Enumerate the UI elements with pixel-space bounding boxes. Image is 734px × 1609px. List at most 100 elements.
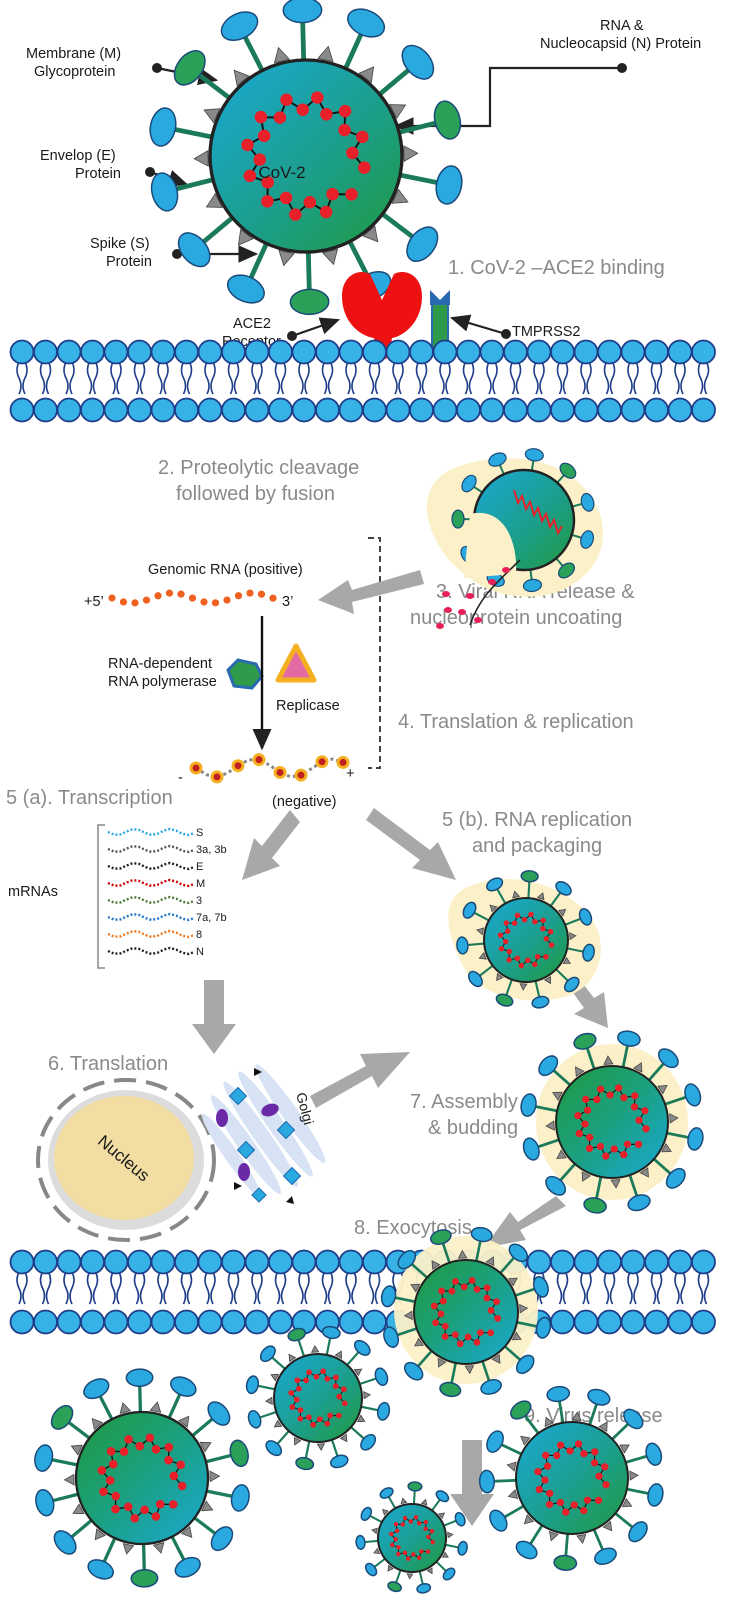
nucleocapsid xyxy=(562,1508,570,1516)
lipid-tail xyxy=(86,1271,93,1305)
spike-stalk xyxy=(325,1336,332,1356)
spike-stalk xyxy=(528,1524,544,1547)
lipid-head xyxy=(150,339,176,365)
spike-protein xyxy=(480,1378,502,1395)
nucleocapsid xyxy=(631,1092,639,1100)
lipid-tail xyxy=(327,361,334,395)
genomic-rna-label: Genomic RNA (positive) xyxy=(148,562,303,578)
nucleocapsid xyxy=(319,205,333,219)
lipid-head xyxy=(550,1309,575,1335)
spike-stalk xyxy=(66,1420,91,1440)
spike-protein xyxy=(478,1469,495,1494)
rna-nucleotide xyxy=(154,592,162,600)
membrane-protein xyxy=(441,1551,449,1558)
virion-envelope xyxy=(74,1410,210,1546)
nucleocapsid xyxy=(602,1481,610,1489)
lipid-tail xyxy=(233,361,240,395)
lipid-tail xyxy=(697,361,704,395)
spike-stalk xyxy=(499,1255,516,1274)
spike-stalk xyxy=(666,1131,691,1140)
membrane-protein xyxy=(310,1344,320,1353)
spike-protein xyxy=(230,1484,250,1512)
nucleocapsid xyxy=(543,935,549,942)
nucleocapsid xyxy=(556,1441,565,1449)
spike-protein xyxy=(508,1243,529,1263)
nucleocapsid xyxy=(306,1414,312,1421)
released-rna xyxy=(436,559,521,629)
nucleocapsid xyxy=(135,1441,145,1451)
spike-stalk xyxy=(363,1539,379,1544)
lipid-tail xyxy=(462,361,469,395)
nucleocapsid xyxy=(257,129,271,143)
nucleocapsid xyxy=(169,1471,179,1481)
spike-stalk xyxy=(360,1405,380,1412)
nucleocapsid xyxy=(336,1412,342,1419)
spike-protein xyxy=(442,1567,456,1581)
lipid-tail xyxy=(515,361,522,395)
lipid-head xyxy=(103,1249,129,1275)
nucleocapsid xyxy=(177,1481,187,1491)
lipid-tail xyxy=(368,361,375,395)
lipid-tail xyxy=(586,361,592,395)
nucleocapsid xyxy=(303,1377,309,1384)
spike-stalk xyxy=(173,177,214,192)
step-8-label: 8. Exocytosis xyxy=(354,1217,472,1239)
spike-protein xyxy=(515,1354,535,1375)
membrane-protein xyxy=(152,1542,165,1554)
membrane-protein xyxy=(536,892,545,901)
spike-protein xyxy=(580,530,594,549)
spike-stalk xyxy=(346,1350,361,1366)
lipid-tail xyxy=(674,1271,680,1305)
lipid-head xyxy=(456,397,481,423)
nucleocapsid xyxy=(393,1537,398,1542)
membrane-protein xyxy=(264,1396,273,1406)
lipid-tail xyxy=(186,1271,193,1305)
spike-stalk xyxy=(170,1535,187,1563)
spike-protein xyxy=(433,100,462,140)
nucleocapsid xyxy=(324,1420,331,1427)
cov2-virion-top xyxy=(149,0,463,316)
spike-protein xyxy=(170,1376,197,1397)
spike-stalk xyxy=(648,1061,666,1081)
lipid-tail xyxy=(562,361,569,395)
lipid-head xyxy=(385,339,411,365)
spike-protein xyxy=(583,1197,607,1214)
spike-stalk xyxy=(49,1457,78,1467)
step-5a-label: 5 (a). Transcription xyxy=(6,787,173,809)
nucleocapsid xyxy=(411,1552,416,1557)
nucleocapsid xyxy=(620,1094,628,1102)
nucleocapsid xyxy=(534,953,541,960)
lipid-tail xyxy=(533,361,539,395)
nucleocapsid xyxy=(528,911,534,918)
lipid-head xyxy=(103,397,129,423)
spike-protein xyxy=(457,1540,468,1556)
spike-stalk xyxy=(394,1569,402,1584)
nucleocapsid xyxy=(503,920,510,926)
nucleocapsid xyxy=(389,1542,395,1548)
nucleocapsid xyxy=(106,1446,116,1456)
nucleocapsid xyxy=(595,1472,603,1480)
cell-membrane-bottom xyxy=(9,1249,716,1335)
spike-protein xyxy=(379,1487,394,1499)
spike-protein xyxy=(287,1327,307,1342)
rna-nucleotide xyxy=(297,771,305,779)
nucleocapsid xyxy=(456,1340,464,1348)
nucleocapsid xyxy=(417,1521,422,1526)
spike-protein xyxy=(387,1581,402,1593)
nucleocapsid xyxy=(493,1298,500,1305)
nucleocapsid xyxy=(487,1329,495,1337)
lipid-head xyxy=(150,397,176,423)
nucleocapsid xyxy=(532,961,538,968)
spike-protein xyxy=(397,1249,417,1270)
membrane-protein xyxy=(373,1547,381,1555)
nucleocapsid xyxy=(606,1091,614,1099)
nucleocapsid xyxy=(521,917,528,923)
lipid-tail xyxy=(133,1271,140,1305)
nucleocapsid xyxy=(423,1526,428,1532)
membrane-protein xyxy=(209,1470,221,1483)
nucleocapsid xyxy=(306,1369,312,1376)
lipid-tail xyxy=(439,361,445,395)
mrna-name: 3 xyxy=(196,895,202,907)
lipid-tail xyxy=(345,1271,351,1305)
nucleocapsid xyxy=(437,1310,445,1318)
